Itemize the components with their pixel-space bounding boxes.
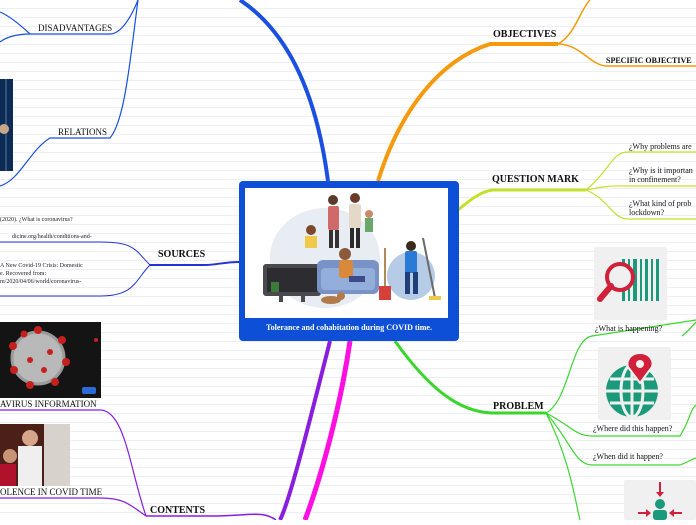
- problem-item-3[interactable]: ¿When did it happen?: [593, 452, 663, 461]
- problem-sub-1: [545, 319, 696, 414]
- branch-question-line: [457, 188, 586, 212]
- problem-label[interactable]: PROBLEM: [493, 401, 544, 412]
- sources-label[interactable]: SOURCES: [158, 249, 206, 260]
- branch-problem-line: [393, 340, 546, 415]
- question-item-2[interactable]: ¿Why is it importan: [629, 166, 693, 175]
- problem-sub-5: [681, 321, 696, 337]
- contents-label[interactable]: CONTENTS: [150, 505, 206, 516]
- disadvantages-line-2: [0, 11, 31, 35]
- relations-label[interactable]: RELATIONS: [58, 127, 107, 137]
- problem-item-1[interactable]: ¿What is happening?: [595, 324, 663, 333]
- family-chores-illustration: [245, 188, 448, 318]
- coronavirus-image-art: [0, 322, 101, 398]
- coronavirus-image[interactable]: [0, 322, 101, 398]
- objectives-label[interactable]: OBJECTIVES: [493, 29, 557, 40]
- question-mark-label[interactable]: QUESTION MARK: [492, 174, 579, 185]
- branch-objectives-sub-2: [557, 43, 696, 67]
- source-line-4: e. Recovered from:: [0, 271, 47, 277]
- branch-top-blue-line: [238, 0, 330, 182]
- question-item-1[interactable]: ¿Why problems are: [629, 142, 692, 151]
- central-topic-title: Tolerance and cohabitation during COVID …: [266, 323, 432, 332]
- question-sub-1: [585, 151, 696, 191]
- relations-line: [0, 0, 139, 187]
- source-line-1: (2020). ¿What is coronavirus?: [0, 217, 73, 223]
- problem-thumb-person[interactable]: [624, 480, 696, 520]
- branch-magenta-line: [302, 340, 353, 520]
- problem-item-2[interactable]: ¿Where did this happen?: [593, 424, 673, 433]
- problem-thumb-globe[interactable]: [598, 347, 671, 420]
- sources-sub-2: [0, 264, 151, 297]
- person-arrows-icon: [638, 482, 682, 520]
- domestic-violence-image[interactable]: [0, 424, 70, 486]
- source-line-2: dicine.org/health/conditions-and-: [12, 234, 92, 240]
- problem-sub-2: [545, 404, 696, 437]
- contents-item-1[interactable]: AVIRUS INFORMATION: [0, 399, 97, 409]
- problem-sub-4: [545, 412, 581, 520]
- relations-image-pattern: [0, 79, 9, 171]
- domestic-violence-image-art: [0, 424, 70, 486]
- source-line-5: m/2020/04/06/world/coronavirus-: [0, 279, 82, 285]
- question-sub-2: [585, 185, 696, 191]
- problem-thumb-magnifier[interactable]: [594, 247, 667, 320]
- specific-objective-label[interactable]: SPECIFIC OBJECTIVE: [606, 56, 692, 65]
- branch-objectives-sub-1: [557, 0, 591, 45]
- question-item-3-cont: lockdown?: [629, 208, 665, 217]
- sources-sub-1: [0, 241, 151, 266]
- source-line-3: A New Covid-19 Crisis: Domestic: [0, 263, 83, 269]
- question-item-2-cont: in confinement?: [629, 175, 681, 184]
- branch-sources-line: [150, 261, 240, 266]
- branch-objectives-line: [376, 42, 558, 182]
- question-item-3[interactable]: ¿What kind of prob: [629, 199, 692, 208]
- globe-location-pin-icon: [606, 351, 658, 419]
- problem-sub-3: [545, 412, 696, 466]
- relations-image[interactable]: [0, 79, 13, 171]
- contents-side: [146, 513, 277, 520]
- central-illustration: [245, 188, 448, 318]
- contents-item-2[interactable]: OLENCE IN COVID TIME: [0, 487, 103, 497]
- contents-sub-1: [0, 409, 147, 517]
- branch-contents-line: [278, 340, 332, 520]
- disadvantages-line: [0, 0, 139, 43]
- question-sub-3: [585, 189, 696, 220]
- magnifier-barcode-icon: [597, 259, 659, 302]
- contents-sub-2: [0, 497, 147, 517]
- disadvantages-label[interactable]: DISADVANTAGES: [38, 23, 113, 33]
